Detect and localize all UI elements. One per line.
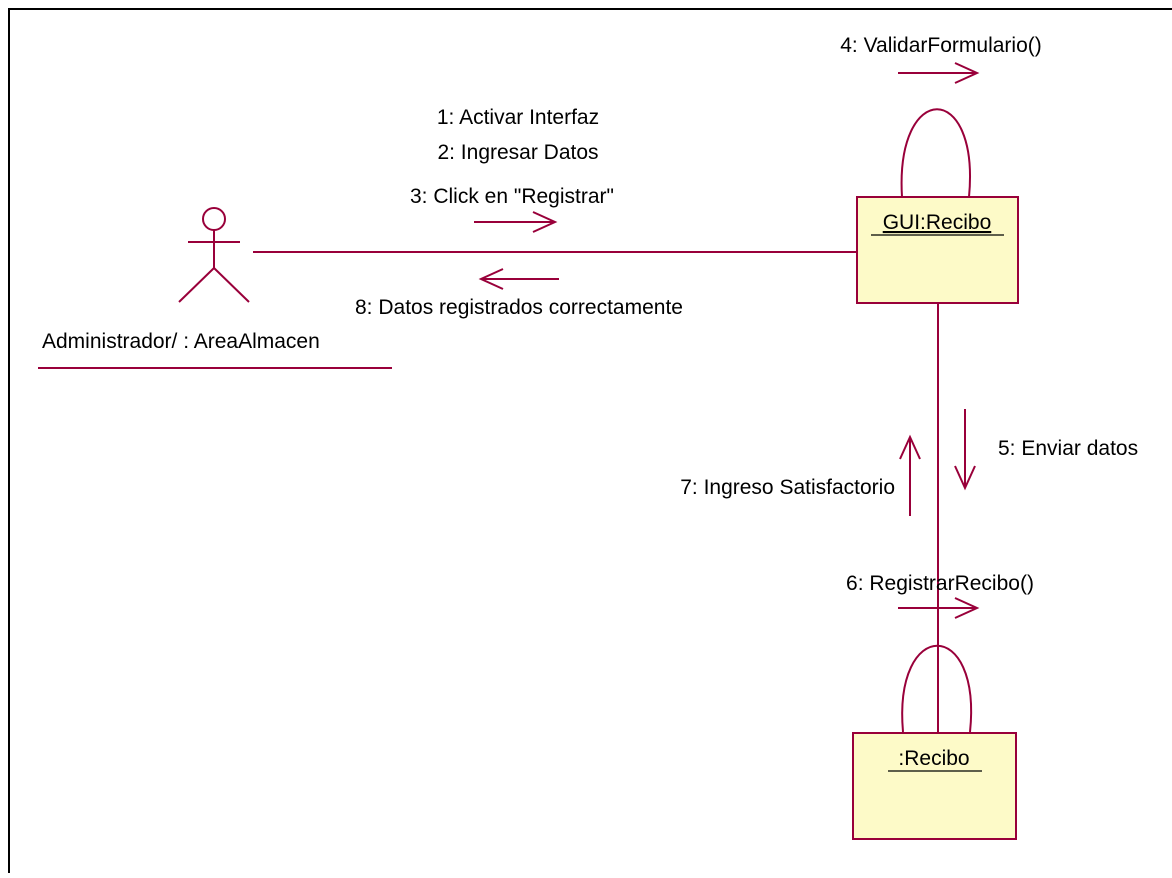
actor-icon[interactable] [178, 207, 250, 303]
object-gui-recibo-label: GUI:Recibo [883, 211, 992, 234]
message-7-label: 7: Ingreso Satisfactorio [680, 476, 895, 499]
object-gui-recibo[interactable] [856, 196, 1019, 304]
arrow-down-icon [954, 409, 976, 491]
message-8-label: 8: Datos registrados correctamente [355, 296, 683, 319]
self-link-recibo [901, 644, 973, 733]
message-2-label: 2: Ingresar Datos [437, 141, 598, 164]
diagram-frame [8, 8, 1172, 878]
object-recibo[interactable] [852, 732, 1017, 840]
message-1-label: 1: Activar Interfaz [437, 106, 599, 129]
actor-label: Administrador/ : AreaAlmacen [42, 330, 320, 353]
arrow-right-icon [898, 597, 980, 619]
arrow-up-icon [899, 434, 921, 516]
arrow-right-icon [898, 62, 980, 84]
object-recibo-label: :Recibo [898, 747, 969, 770]
message-6-label: 6: RegistrarRecibo() [846, 572, 1034, 595]
arrow-left-icon [478, 268, 559, 290]
message-3-label: 3: Click en "Registrar" [410, 185, 614, 208]
arrow-right-icon [474, 211, 558, 233]
self-link-gui [900, 108, 971, 198]
message-4-label: 4: ValidarFormulario() [840, 34, 1042, 57]
message-5-label: 5: Enviar datos [998, 437, 1138, 460]
